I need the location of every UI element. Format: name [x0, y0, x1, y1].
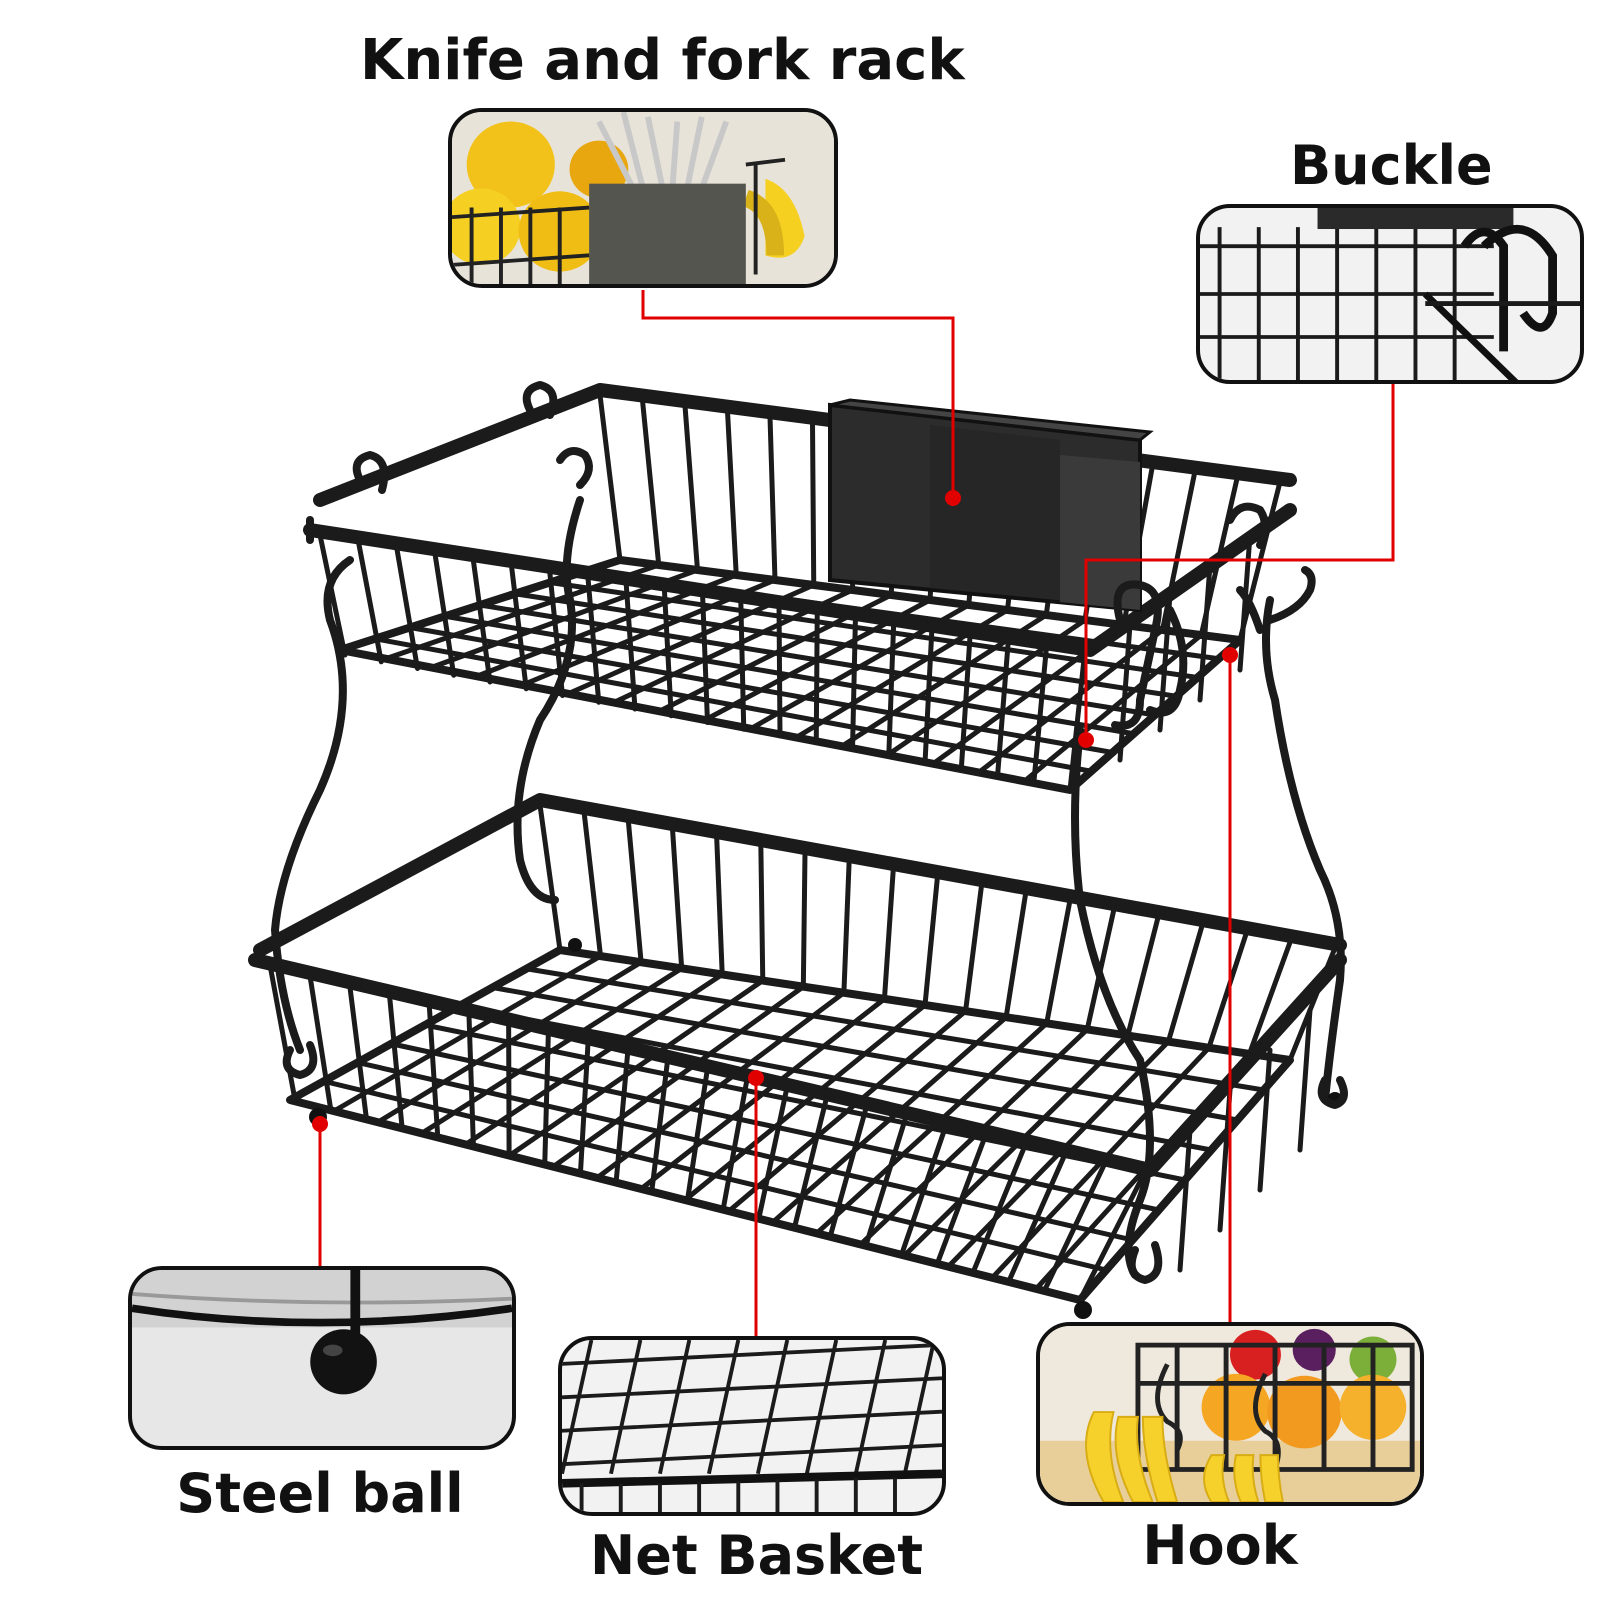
pointer-lines — [312, 290, 1395, 1336]
hook-photo — [1040, 1326, 1420, 1502]
pointer-dot-hook — [1222, 647, 1238, 663]
top-basket — [303, 383, 1297, 794]
pointer-knife-fork — [641, 290, 955, 498]
buckle-callout-image — [1196, 204, 1584, 384]
pointer-buckle — [1084, 384, 1395, 740]
pointer-dot-steel-ball — [312, 1116, 328, 1132]
net-basket-callout-image — [558, 1336, 946, 1516]
steel-ball-callout-image — [128, 1266, 516, 1450]
knife-fork-rack-callout-image — [448, 108, 838, 288]
label-net-basket: Net Basket — [590, 1524, 924, 1587]
knife-fork-holder — [828, 398, 1154, 613]
pointer-dot-knife-fork — [945, 490, 961, 506]
label-knife-and-fork-rack: Knife and fork rack — [360, 28, 965, 93]
pointer-dot-net-basket — [748, 1070, 764, 1086]
net-basket-photo — [562, 1340, 942, 1512]
label-buckle: Buckle — [1290, 134, 1493, 197]
knife-fork-rack-photo — [452, 112, 834, 284]
bottom-basket — [248, 793, 1348, 1319]
steel-ball-photo — [132, 1270, 512, 1395]
label-hook: Hook — [1142, 1514, 1298, 1577]
buckle-photo — [1200, 208, 1580, 380]
label-steel-ball: Steel ball — [176, 1462, 464, 1525]
pointer-dot-buckle — [1078, 732, 1094, 748]
hook-callout-image — [1036, 1322, 1424, 1506]
